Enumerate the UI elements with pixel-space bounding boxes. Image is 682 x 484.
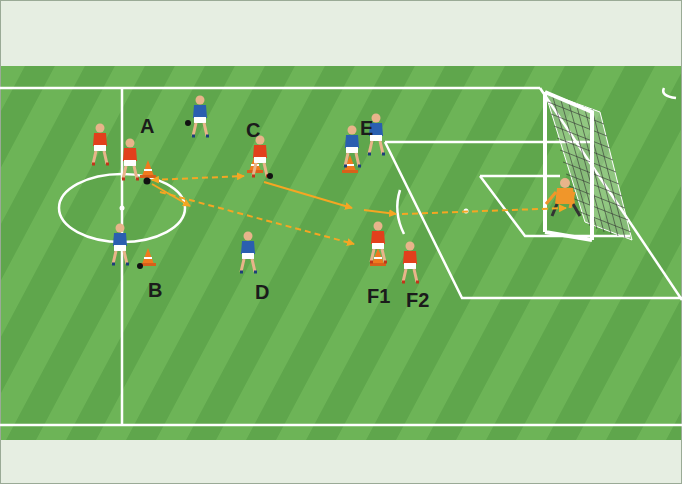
- player-label: E: [360, 118, 373, 138]
- player-label: B: [148, 280, 162, 300]
- player-label: A: [140, 116, 154, 136]
- player-label: C: [246, 120, 260, 140]
- player-label: F1: [367, 286, 390, 306]
- player-label: D: [255, 282, 269, 302]
- goal-net: [545, 92, 632, 240]
- player-label: F2: [406, 290, 429, 310]
